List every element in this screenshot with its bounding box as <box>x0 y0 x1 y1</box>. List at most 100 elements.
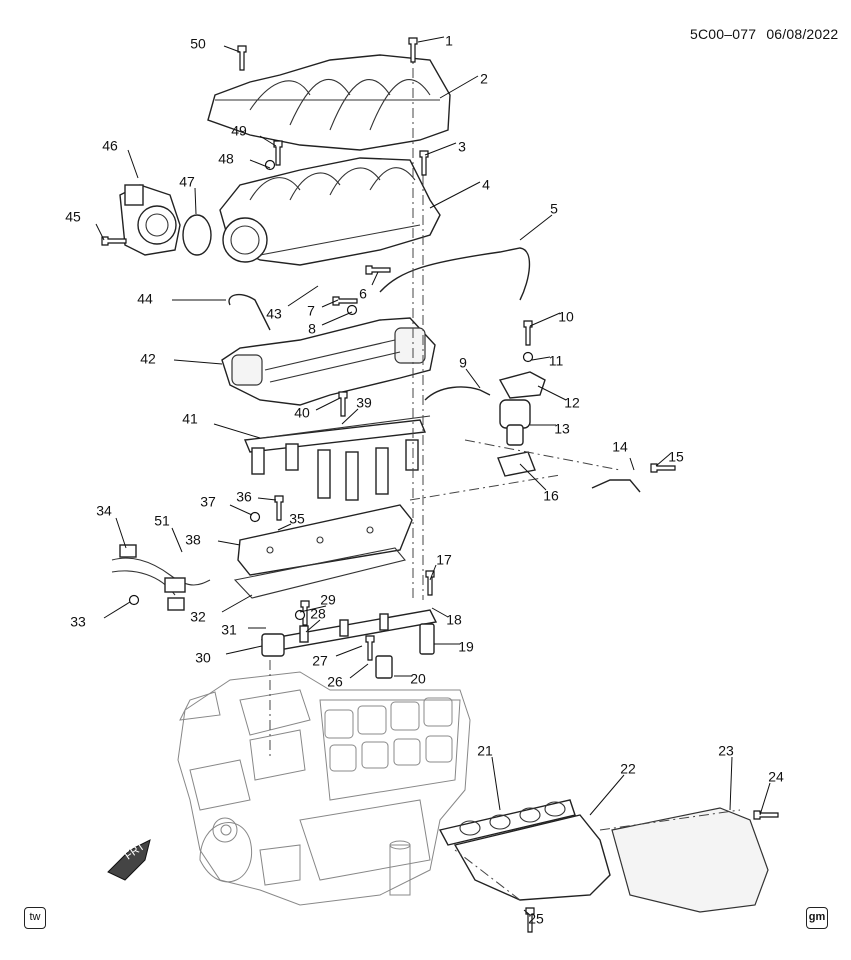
pcv-hose <box>379 247 531 301</box>
nut-icon <box>522 351 534 363</box>
callout-leader <box>431 607 449 618</box>
callout-25: 25 <box>528 911 544 927</box>
valley-cover <box>221 317 436 406</box>
intake-manifold <box>219 157 441 266</box>
callout-29: 29 <box>320 592 336 608</box>
callout-leader <box>249 159 271 169</box>
throttle-body <box>119 184 181 256</box>
callout-30: 30 <box>195 650 211 666</box>
bolt-icon <box>332 296 358 306</box>
callout-leader <box>529 312 561 327</box>
callout-leader <box>173 359 223 365</box>
nut-icon <box>294 609 306 621</box>
fuel-rail-assembly <box>243 415 431 501</box>
callout-leader <box>127 149 139 179</box>
callout-50: 50 <box>190 36 206 52</box>
callout-leader <box>171 527 183 553</box>
callout-28: 28 <box>310 606 326 622</box>
callout-42: 42 <box>140 351 156 367</box>
callout-19: 19 <box>458 639 474 655</box>
callout-41: 41 <box>182 411 198 427</box>
fuel-injector <box>251 439 419 501</box>
callout-leader <box>213 423 261 439</box>
callout-48: 48 <box>218 151 234 167</box>
callout-leader <box>519 463 547 491</box>
callout-leader <box>217 540 241 546</box>
diagram-date: 06/08/2022 <box>766 26 839 42</box>
bolt-icon <box>101 236 127 246</box>
callout-10: 10 <box>558 309 574 325</box>
callout-leader <box>349 663 369 679</box>
callout-leader <box>229 504 253 516</box>
bolt-icon <box>338 391 348 417</box>
tw-logo: tw <box>24 907 46 929</box>
nut-icon <box>128 594 140 606</box>
evap-hose <box>228 293 271 331</box>
callout-leader <box>299 605 327 613</box>
callout-18: 18 <box>446 612 462 628</box>
diagram-code: 5C00–077 <box>690 26 757 42</box>
callout-17: 17 <box>436 552 452 568</box>
callout-leader <box>759 782 771 816</box>
callout-3: 3 <box>458 139 466 155</box>
diagram-header: 5C00–077 06/08/2022 <box>690 26 844 42</box>
bolt-icon <box>753 810 779 820</box>
callout-22: 22 <box>620 761 636 777</box>
callout-leader <box>103 601 131 619</box>
callout-9: 9 <box>459 355 467 371</box>
callout-leader <box>429 181 481 209</box>
nut-icon <box>264 159 276 171</box>
callout-12: 12 <box>564 395 580 411</box>
callout-33: 33 <box>70 614 86 630</box>
fuel-temp-sensor <box>375 655 393 679</box>
callout-leader <box>225 645 263 655</box>
callout-46: 46 <box>102 138 118 154</box>
callout-leader <box>491 756 501 811</box>
front-direction-arrow: FRT <box>107 839 151 881</box>
engine-block <box>177 671 471 906</box>
callout-leader <box>429 564 437 581</box>
bolt-icon <box>237 45 247 71</box>
callout-leader <box>115 517 127 549</box>
bolt-icon <box>408 37 418 63</box>
callout-1: 1 <box>445 33 453 49</box>
callout-49: 49 <box>231 123 247 139</box>
callout-40: 40 <box>294 405 310 421</box>
callout-leader <box>729 756 733 811</box>
callout-43: 43 <box>266 306 282 322</box>
callout-21: 21 <box>477 743 493 759</box>
callout-leader <box>221 594 253 613</box>
callout-51: 51 <box>154 513 170 529</box>
callout-leader <box>424 142 457 156</box>
nut-icon <box>346 304 358 316</box>
callout-leader <box>223 45 241 53</box>
callout-4: 4 <box>482 177 490 193</box>
wiring-harness <box>111 544 211 611</box>
callout-leader <box>315 397 341 411</box>
cover-gasket <box>233 547 406 599</box>
harness-cover-plate <box>237 504 413 576</box>
callout-leader <box>95 223 105 241</box>
callout-7: 7 <box>307 303 315 319</box>
fasteners <box>101 37 779 933</box>
callout-leader <box>629 457 635 471</box>
callout-layer: 1234567891011121314151617181920212223242… <box>65 33 784 927</box>
bolt-icon <box>365 265 391 275</box>
bolt-icon <box>425 570 435 596</box>
bolt-icon <box>523 320 533 346</box>
callout-5: 5 <box>550 201 558 217</box>
callout-leader <box>277 523 292 531</box>
exhaust-manifold-gasket <box>438 799 576 846</box>
bolt-icon <box>273 140 283 166</box>
callout-36: 36 <box>236 489 252 505</box>
callout-23: 23 <box>718 743 734 759</box>
callout-6: 6 <box>359 286 367 302</box>
callout-15: 15 <box>668 449 684 465</box>
callout-leader <box>194 187 197 215</box>
callout-27: 27 <box>312 653 328 669</box>
callout-leader <box>465 368 481 389</box>
bolt-icon <box>525 907 535 933</box>
callout-leader <box>335 645 363 657</box>
fuel-feed-pipe <box>424 386 491 401</box>
